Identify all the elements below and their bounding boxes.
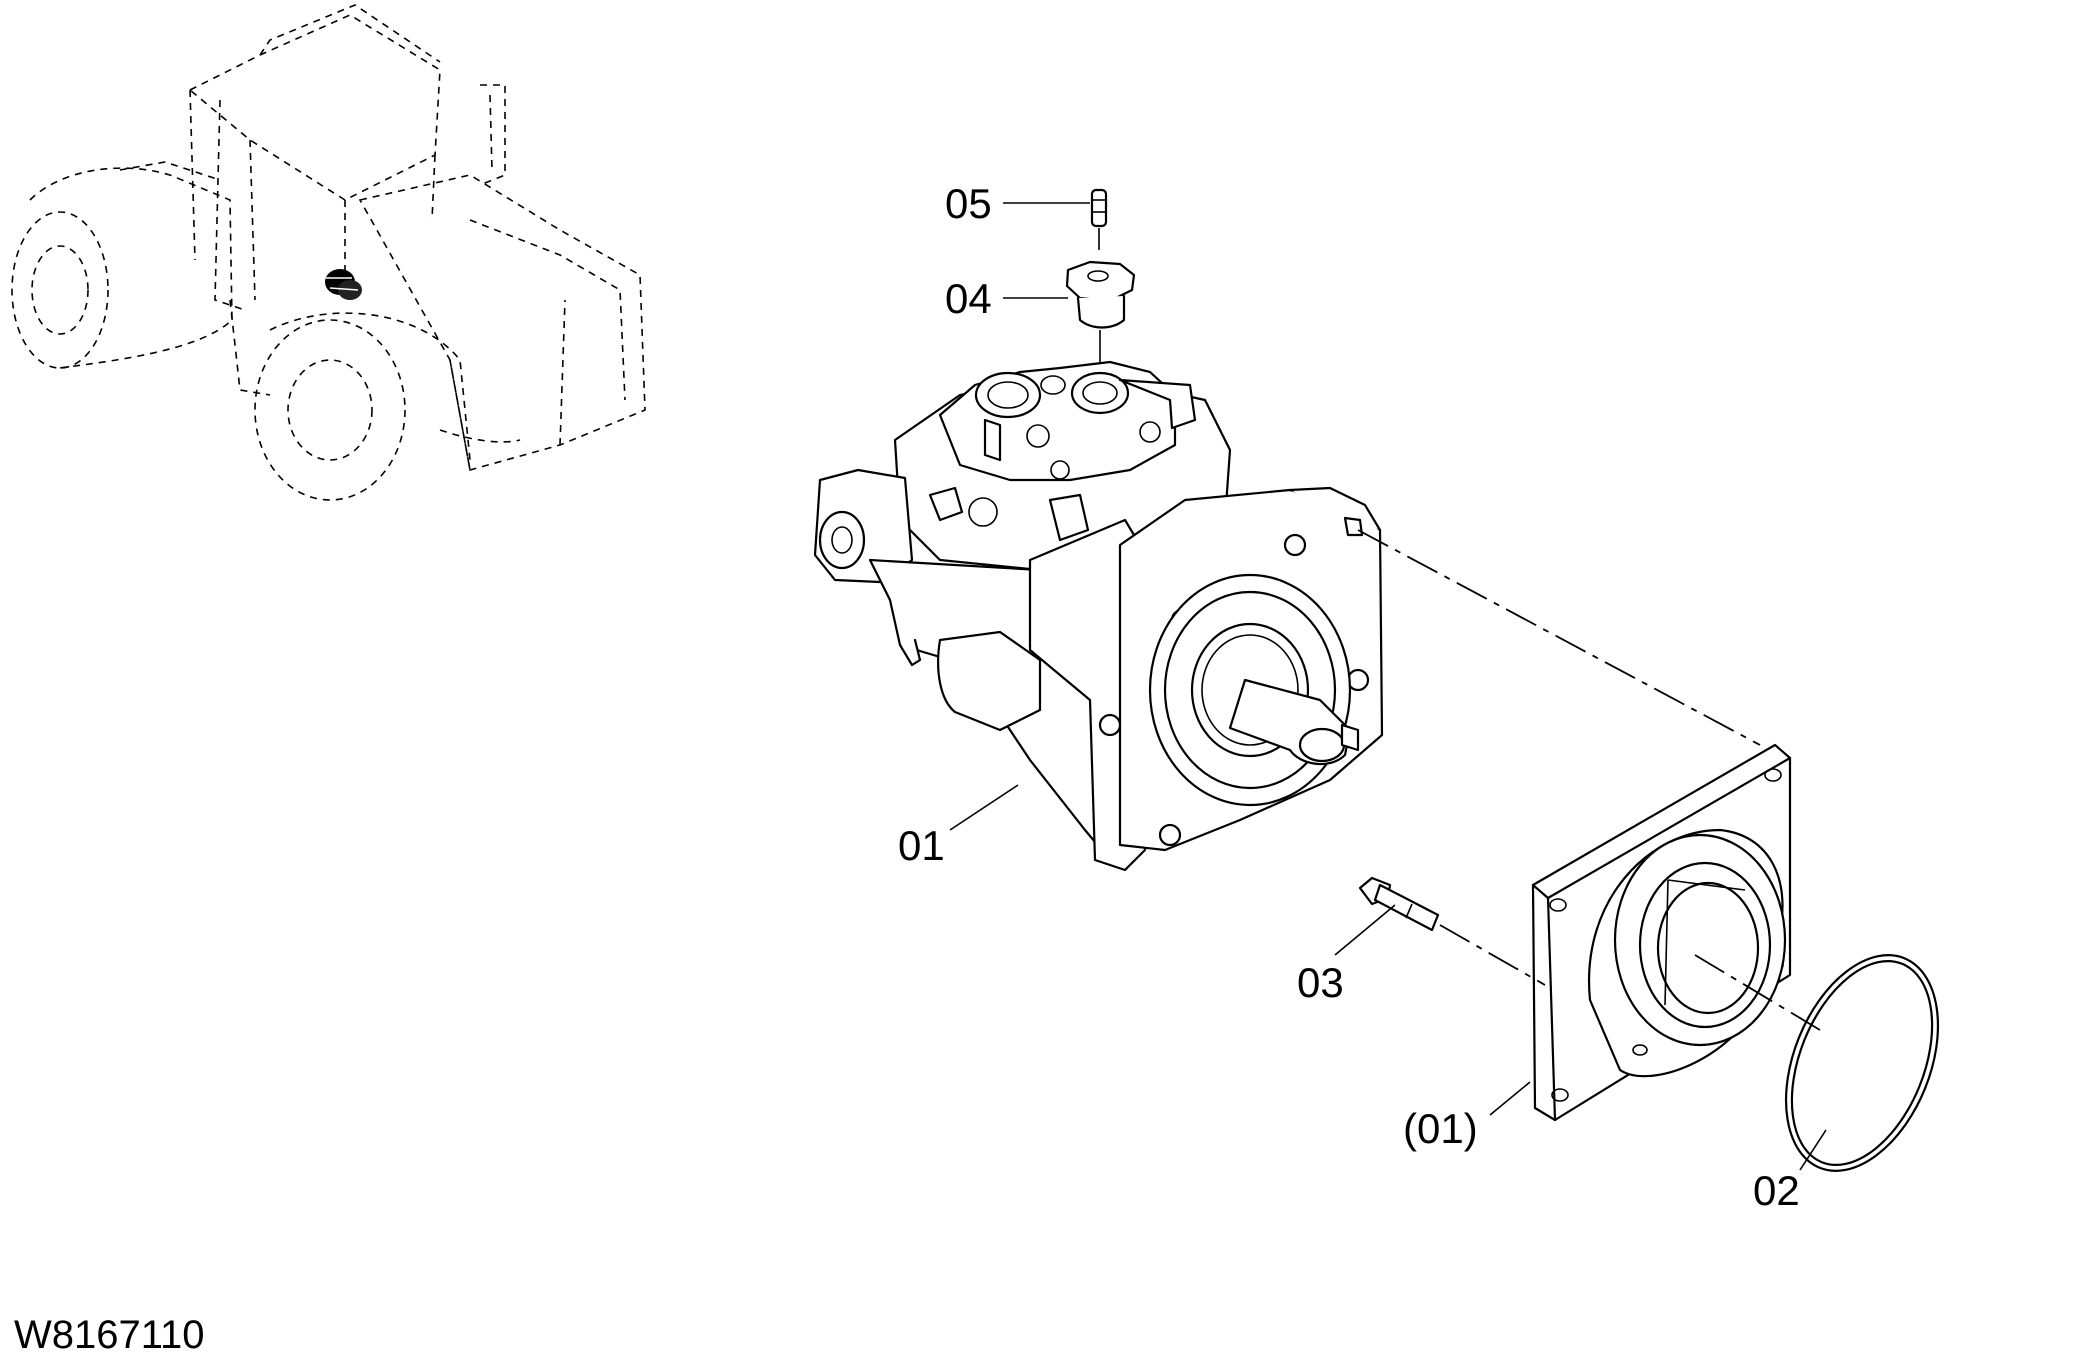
pump-location-marker (325, 269, 362, 300)
part-05-nipple (1090, 188, 1108, 250)
callout-04: 04 (945, 275, 992, 322)
callout-01: 01 (898, 822, 945, 869)
callout-01-paren: (01) (1403, 1105, 1478, 1152)
callout-05: 05 (945, 180, 992, 227)
part-04-plug (1065, 260, 1136, 372)
callout-03: 03 (1297, 959, 1344, 1006)
part-01-pump (813, 360, 1384, 872)
part-02-o-ring (1784, 954, 1940, 1172)
leader-lines (949, 202, 1827, 1171)
assembly-center-lines (1357, 529, 1821, 1031)
part-01-adapter-flange (1531, 743, 1792, 1122)
drawing-code: W8167110 (14, 1313, 205, 1357)
part-03-bolt (1358, 876, 1440, 932)
machine-locator-view (11, 4, 646, 501)
callout-02: 02 (1753, 1167, 1800, 1214)
